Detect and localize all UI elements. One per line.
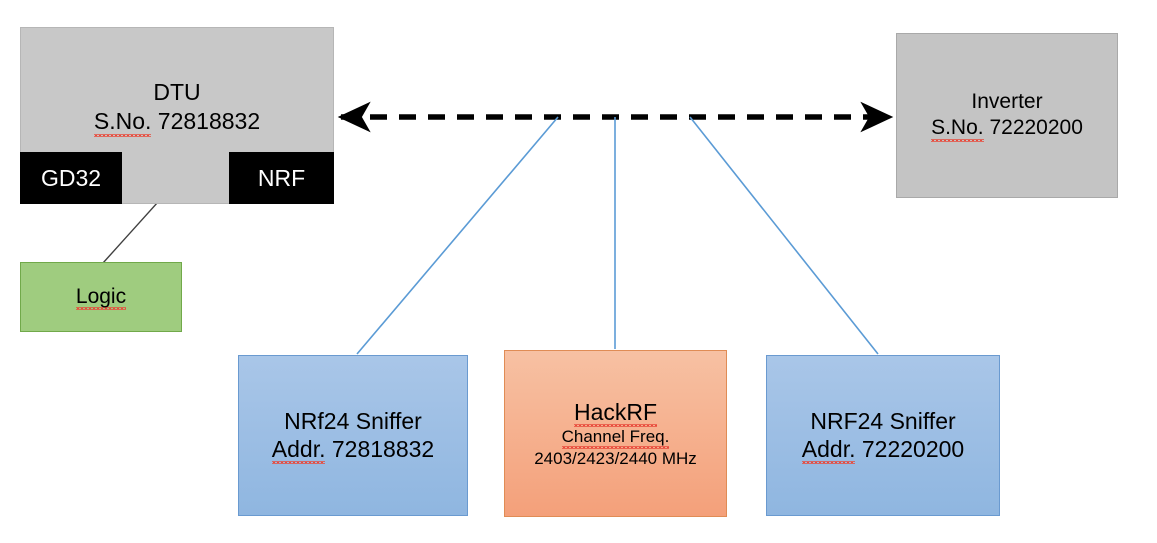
hackrf-node[interactable]: HackRF Channel Freq. 2403/2423/2440 MHz	[504, 350, 727, 517]
nrf-label: NRF	[257, 164, 306, 191]
gd32-label: GD32	[40, 164, 102, 191]
tap-line-sniffer-left[interactable]	[356, 116, 559, 355]
sniffer-right-addr-value: 72220200	[861, 436, 965, 462]
inverter-serial-label: S.No.	[931, 115, 984, 142]
sniffer-right-addr-label: Addr.	[801, 435, 856, 464]
sniffer-left-title-line: NRf24 Sniffer	[284, 407, 422, 435]
logic-label: Logic	[75, 283, 127, 311]
gd32-chip[interactable]: GD32	[20, 152, 122, 204]
hackrf-freq: 2403/2423/2440 MHz	[534, 448, 697, 468]
dtu-serial-value: 72818832	[157, 107, 261, 134]
dtu-title: DTU	[153, 79, 201, 105]
hackrf-sub-label: Channel Freq.	[561, 426, 670, 449]
logic-analyzer-node[interactable]: Logic	[20, 262, 182, 332]
tap-line-sniffer-right[interactable]	[689, 116, 879, 355]
sniffer-right-addr-line: Addr. 72220200	[801, 435, 965, 464]
inverter-serial-value: 72220200	[989, 116, 1083, 139]
dtu-serial-label: S.No.	[93, 106, 152, 137]
dtu-serial-line: S.No. 72818832	[20, 106, 334, 137]
hackrf-title-line: HackRF	[573, 397, 658, 427]
inverter-title: Inverter	[971, 90, 1043, 114]
hackrf-sub-line: Channel Freq.	[561, 426, 670, 449]
sniffer-right-node[interactable]: NRF24 Sniffer Addr. 72220200	[766, 355, 1000, 516]
sniffer-right-title: NRF24 Sniffer	[810, 407, 956, 434]
inverter-serial-line: S.No. 72220200	[931, 115, 1083, 142]
sniffer-left-addr-label: Addr.	[271, 435, 326, 464]
sniffer-left-node[interactable]: NRf24 Sniffer Addr. 72818832	[238, 355, 468, 516]
nrf-chip[interactable]: NRF	[229, 152, 334, 204]
sniffer-right-title-line: NRF24 Sniffer	[810, 407, 955, 435]
inverter-node[interactable]: Inverter S.No. 72220200	[896, 33, 1118, 198]
sniffer-left-title: NRf24 Sniffer	[284, 407, 422, 434]
hackrf-title: HackRF	[573, 397, 658, 427]
sniffer-left-addr-line: Addr. 72818832	[271, 435, 435, 464]
sniffer-left-addr-value: 72818832	[331, 436, 435, 462]
dtu-label-group: DTU S.No. 72818832	[20, 78, 334, 137]
